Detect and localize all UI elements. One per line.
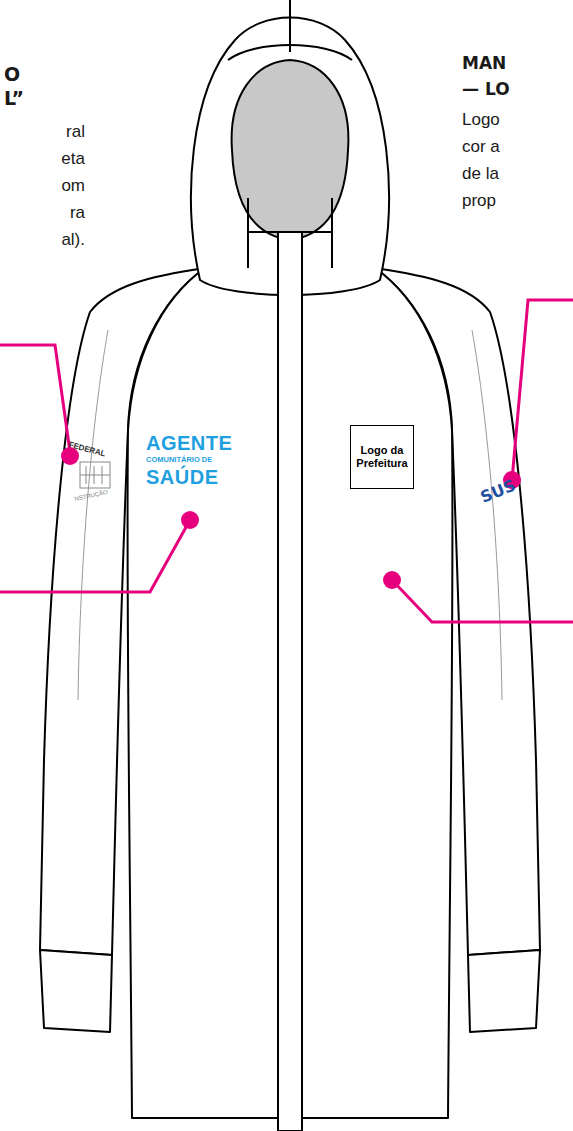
callout-heading: MAN: [462, 54, 506, 74]
leader-dots: [61, 447, 521, 589]
logo-text: AGENTE: [146, 432, 232, 455]
callout-text: prop: [462, 191, 496, 211]
callout-heading: O: [4, 64, 20, 86]
sleeve-fold: [78, 330, 108, 700]
hood-seam-top: [289, 0, 291, 52]
callout-text: al).: [61, 230, 85, 250]
zipper-placket: [278, 232, 302, 1131]
callout-text: ral: [66, 122, 85, 142]
federal-emblem: [80, 462, 110, 488]
callout-text: eta: [61, 149, 85, 169]
right-cuff: [468, 950, 540, 1032]
callout-heading: — LO: [462, 80, 510, 100]
left-cuff: [40, 950, 112, 1032]
logo-box: Logo da Prefeitura: [350, 425, 414, 489]
callout-heading: L”: [4, 88, 24, 110]
face-opening: [232, 60, 349, 240]
sleeve-fold: [472, 330, 502, 700]
callout-text: Logo: [462, 110, 500, 130]
logo-text: SAÚDE: [146, 466, 219, 489]
leader-lines: [0, 300, 573, 622]
callout-text: om: [61, 176, 85, 196]
callout-text: cor a: [462, 137, 500, 157]
callout-text: de la: [462, 164, 499, 184]
box-text: Logo da Prefeitura: [355, 444, 409, 470]
callout-text: ra: [70, 203, 85, 223]
logo-text: COMUNITÁRIO DE: [146, 456, 212, 465]
